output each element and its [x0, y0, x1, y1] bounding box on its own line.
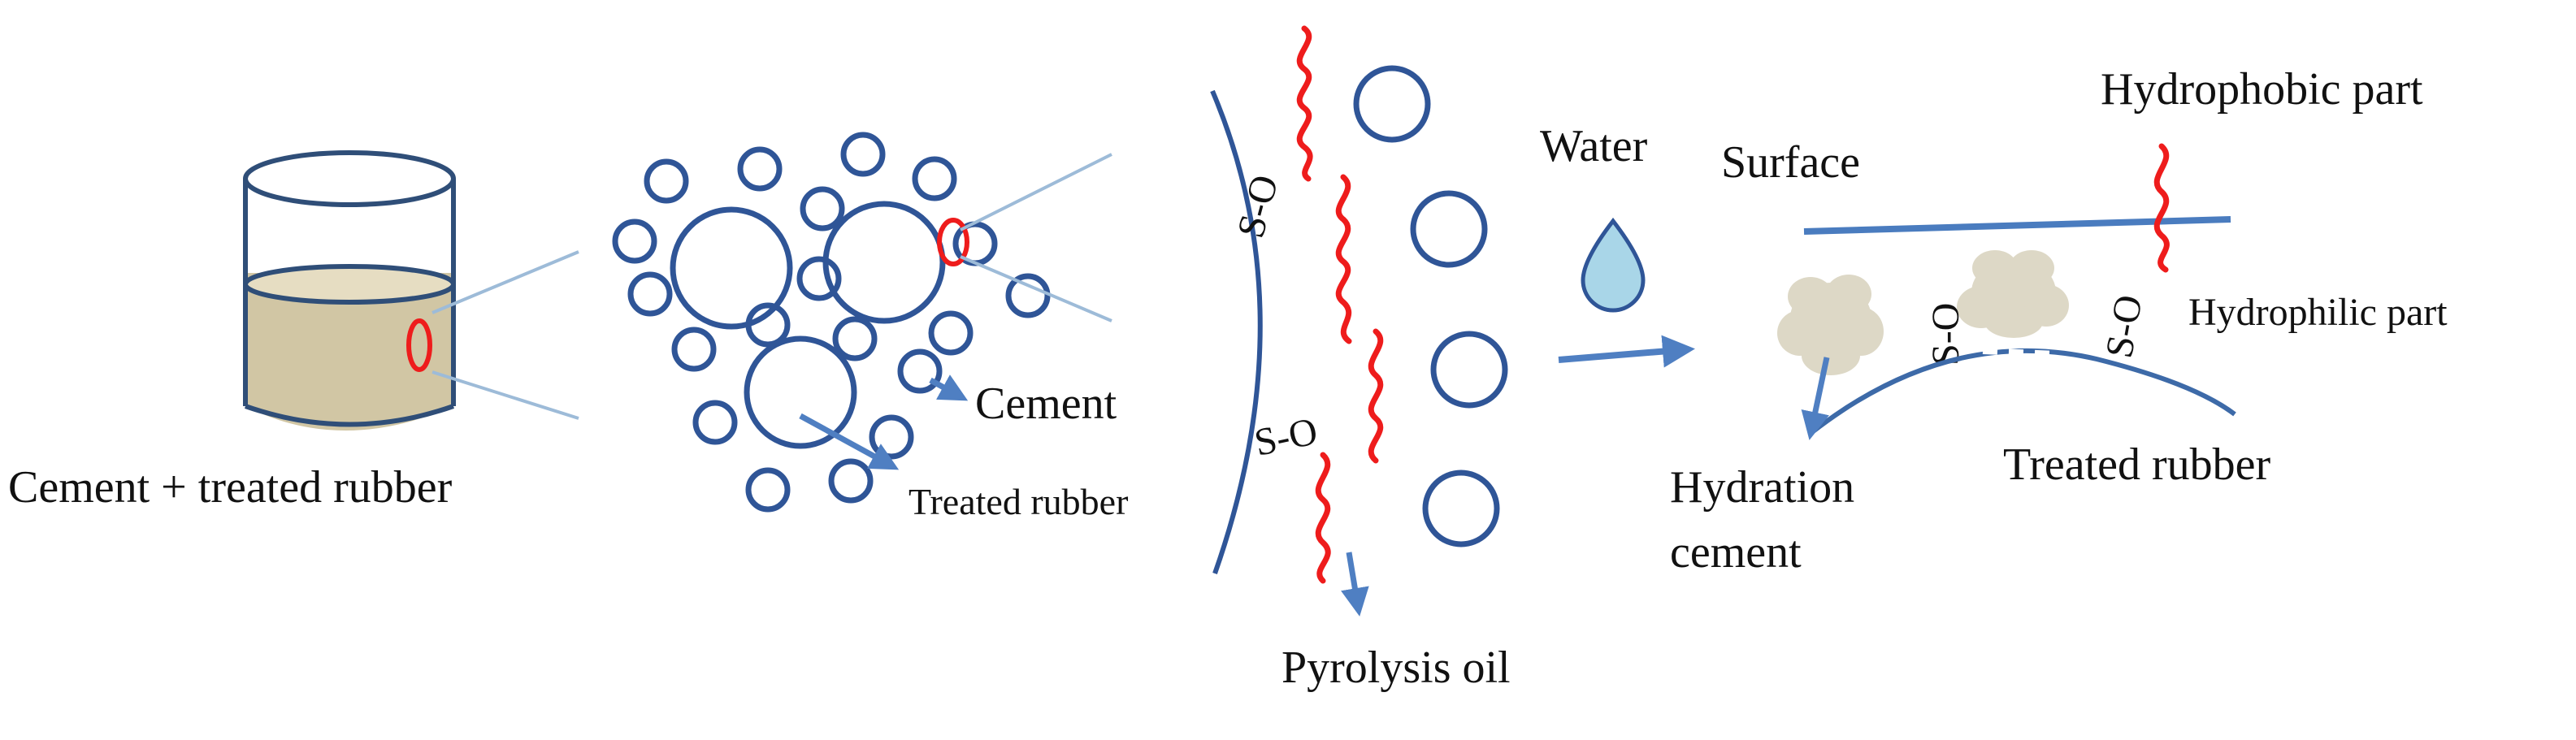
cement-particle: [644, 158, 689, 204]
cement-particle: [796, 256, 842, 301]
treated-rubber-curve: [1811, 348, 2236, 435]
beaker-bottom: [245, 404, 454, 427]
label-cement-treated-rubber: Cement + treated rubber: [8, 462, 453, 513]
cement-particle: [869, 414, 914, 460]
cement-particle: [1005, 273, 1051, 318]
zoom-line-beaker-top: [432, 250, 579, 314]
zoom-line-beaker-bottom: [432, 370, 579, 420]
cement-particle: [912, 156, 957, 201]
cement-blob-icon: [1777, 275, 1884, 375]
cement-particle: [745, 302, 791, 348]
cement-particle: [1422, 470, 1500, 547]
label-cement: Cement: [975, 379, 1117, 429]
oil-chain-wavy: [1315, 452, 1331, 584]
label-water: Water: [1540, 121, 1648, 171]
cement-particle: [612, 219, 657, 264]
particle-cluster: [612, 132, 1051, 513]
oil-chain-wavy: [1368, 328, 1384, 464]
beaker-liquid: [245, 273, 453, 431]
label-s-o-upper: S-O: [1229, 171, 1286, 242]
label-treated-rubber-right: Treated rubber: [2003, 439, 2271, 490]
cement-particle: [627, 271, 673, 317]
cement-particle: [737, 146, 783, 192]
cement-blob-icon: [1957, 250, 2069, 338]
cement-particle: [1410, 190, 1488, 268]
beaker-liquid-surface: [243, 264, 456, 305]
label-cement-hydration: cement: [1670, 527, 1802, 578]
label-hydration: Hydration: [1670, 462, 1854, 513]
oil-chain-wavy: [1296, 25, 1313, 182]
cement-particle: [828, 458, 874, 504]
beaker-highlight-ring: [406, 318, 432, 372]
rubber-particle: [670, 206, 793, 330]
water-drop-icon: [1581, 217, 1646, 313]
cement-particle: [1353, 65, 1431, 143]
cluster-highlight-ring: [937, 218, 969, 266]
label-s-o-lower: S-O: [1251, 409, 1321, 465]
zoom-line-cluster-top: [960, 153, 1112, 232]
pyrolysis-oil-arrow: [1341, 552, 1369, 617]
cement-particle: [800, 186, 845, 232]
cement-particle: [928, 310, 974, 356]
cement-particle: [671, 327, 717, 372]
beaker: [243, 150, 456, 431]
beaker-rim: [243, 150, 456, 207]
rubber-particle: [744, 335, 857, 449]
interface-cement-particles: [1353, 65, 1508, 547]
cement-particle: [832, 316, 878, 361]
surface-line: [1803, 216, 2231, 235]
cement-pointer-arrow: [929, 374, 969, 401]
label-s-o-right-2: S-O: [2097, 292, 2151, 361]
rubber-particle: [822, 201, 946, 324]
label-surface: Surface: [1721, 137, 1860, 188]
process-arrow: [1558, 335, 1695, 368]
label-hydrophobic-part: Hydrophobic part: [2101, 64, 2423, 115]
treated-rubber-dash: [1982, 348, 2057, 357]
zoom-line-cluster-bottom: [960, 255, 1112, 322]
cement-particle: [745, 467, 791, 513]
oil-chain-wavy: [1335, 174, 1352, 344]
label-pyrolysis-oil: Pyrolysis oil: [1281, 643, 1511, 693]
label-hydrophilic-part: Hydrophilic part: [2188, 291, 2448, 334]
hydration-cement-blobs: [1777, 250, 2069, 375]
hydrophobic-chain-wavy: [2153, 143, 2170, 273]
treated-rubber-pointer-arrow: [799, 413, 900, 470]
hydration-arrow: [1801, 357, 1830, 440]
label-s-o-right-1: S-O: [1924, 303, 1967, 366]
rubber-surface-curve: [1210, 89, 1263, 574]
cement-particle: [692, 400, 738, 445]
label-treated-rubber-cluster: Treated rubber: [909, 481, 1128, 522]
cement-particle: [897, 348, 943, 394]
cement-particle: [1430, 331, 1508, 409]
cement-particle: [840, 132, 886, 177]
pyrolysis-oil-chains: [1296, 25, 1384, 584]
